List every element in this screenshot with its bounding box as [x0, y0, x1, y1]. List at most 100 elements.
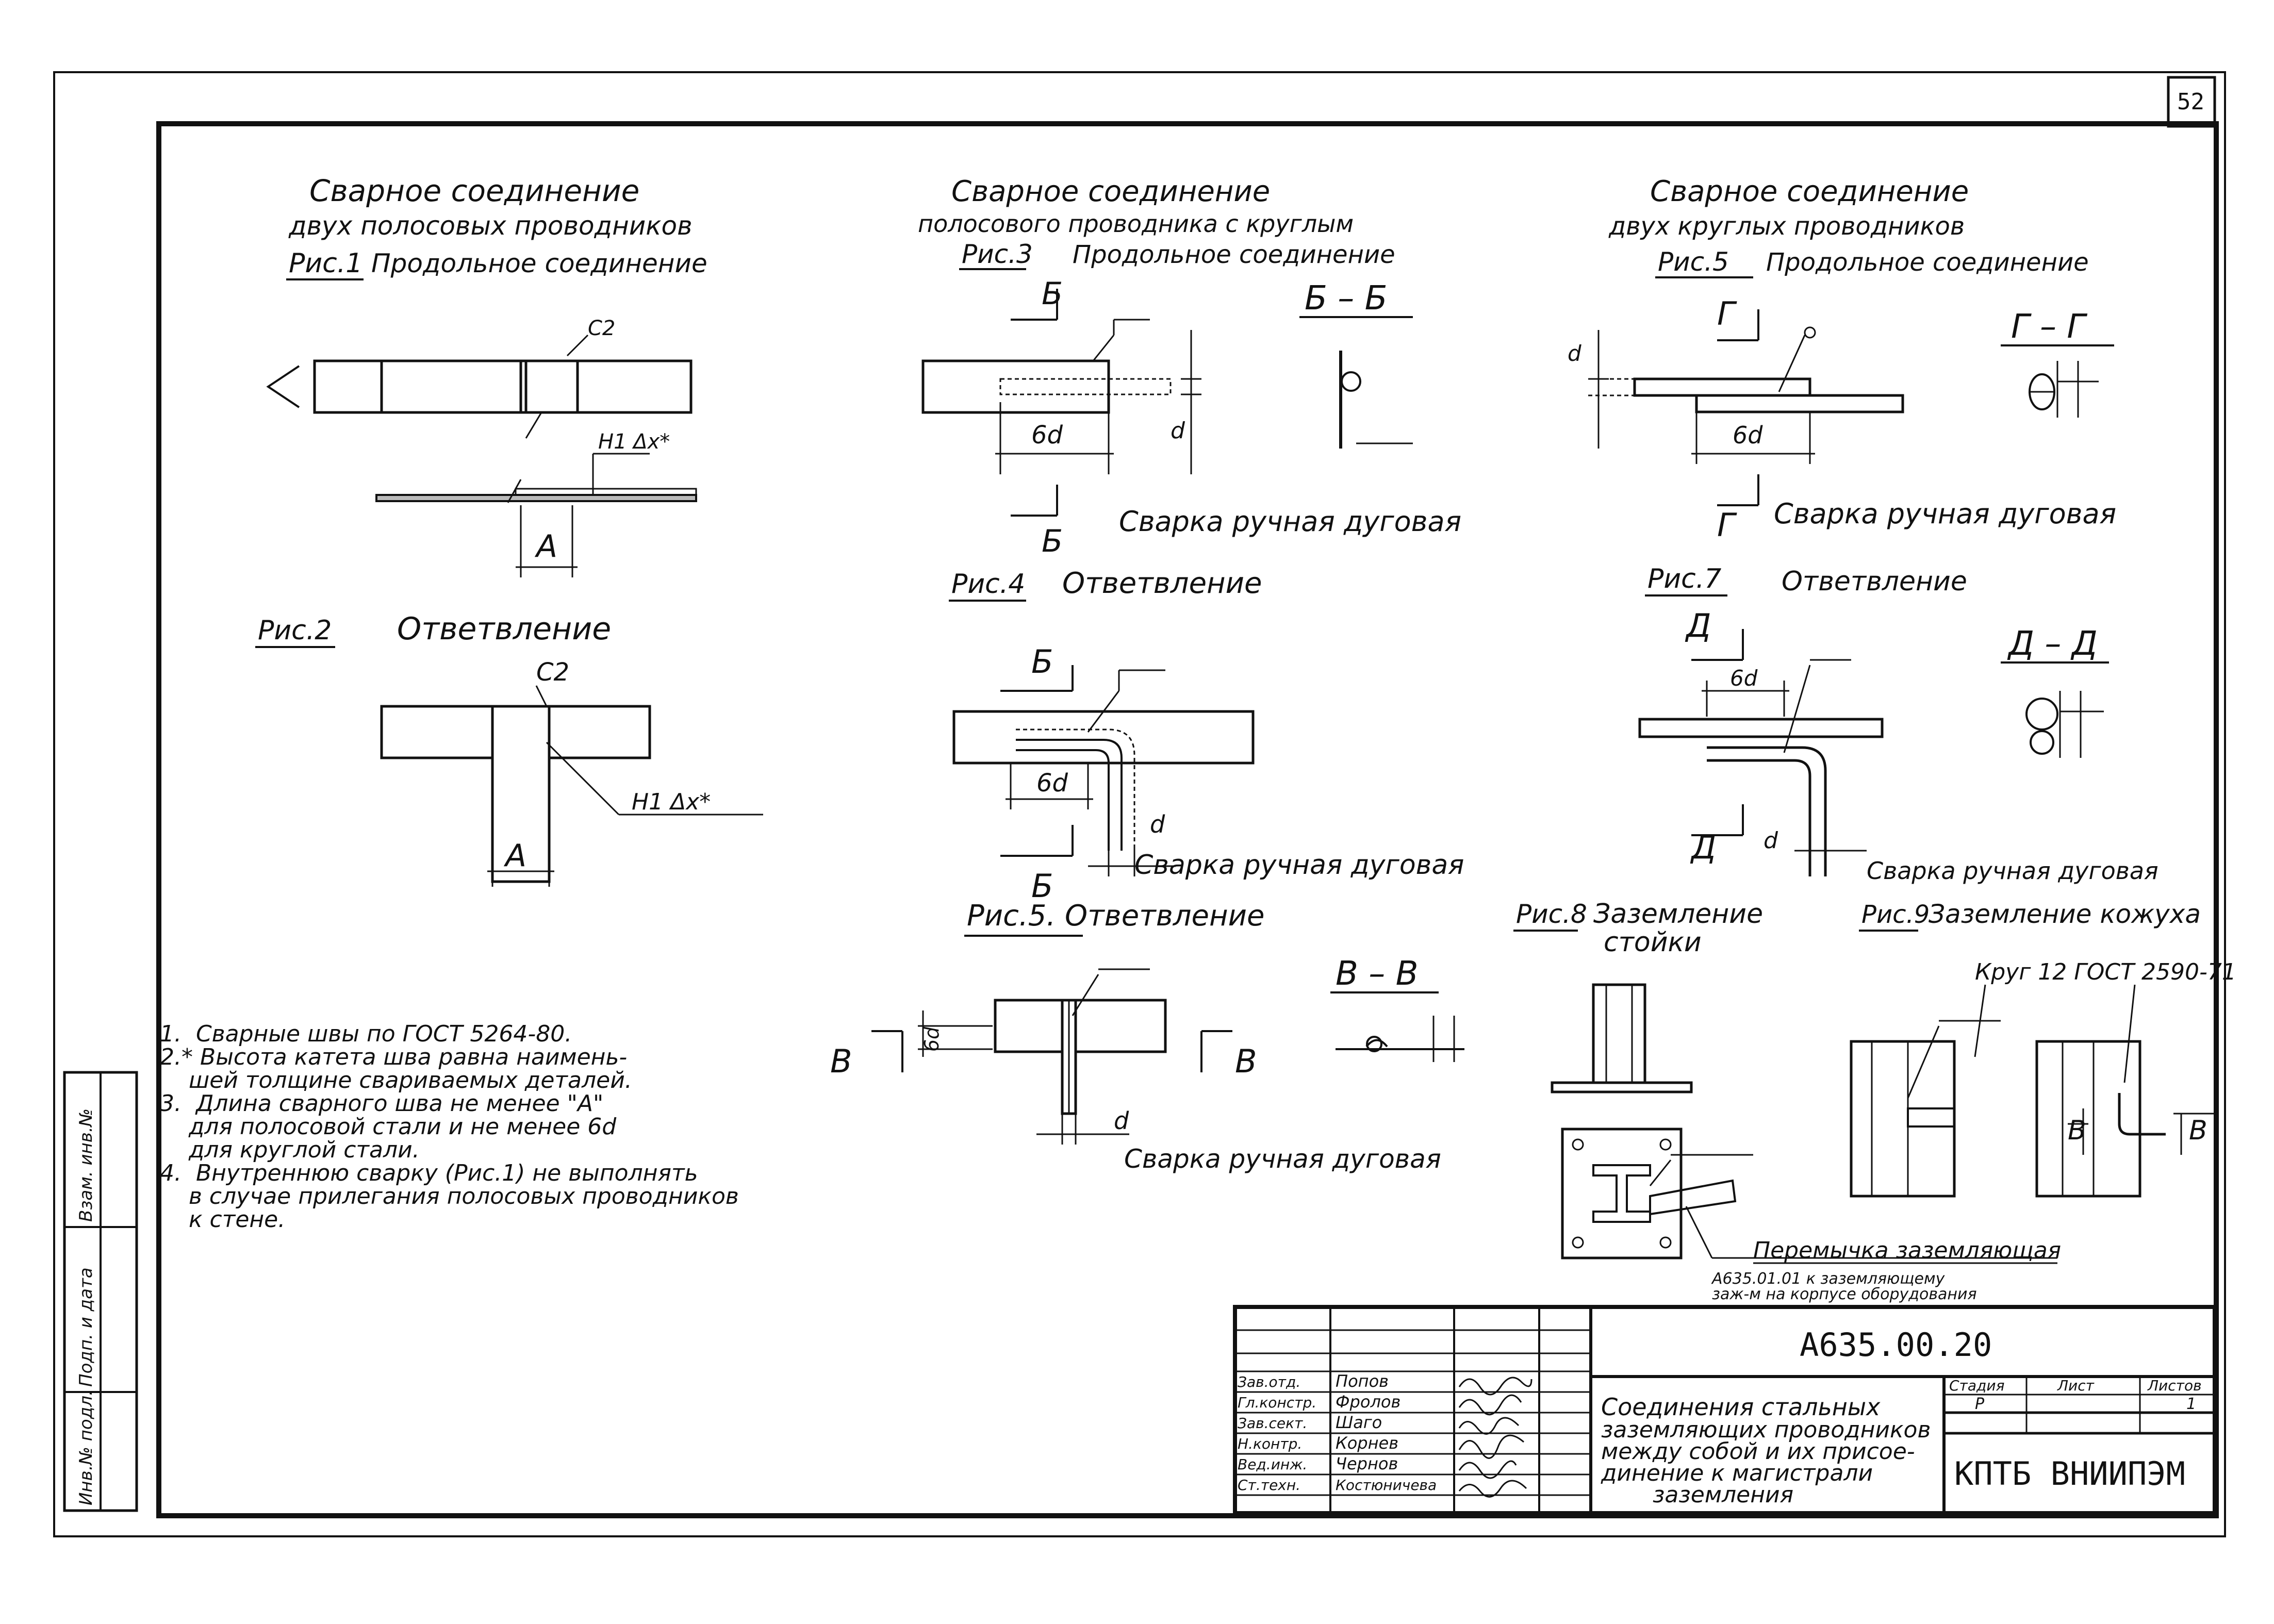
fig9-drawing	[1850, 984, 2217, 1198]
fig1-caption: Рис.1	[289, 248, 362, 279]
fig3-strip	[921, 359, 1110, 414]
fig1-weld-symbol: Н1 Δх*	[598, 430, 670, 454]
fig9-section-mark-left: В	[2068, 1115, 2086, 1146]
tb-stage-label: Стадия	[1949, 1377, 2004, 1394]
fig5b-section-title: В – В	[1336, 955, 1419, 993]
fig3-rod	[999, 378, 1172, 395]
fig4-group: Рис.4 Ответвление Б Б 6d d Сварка ручная…	[949, 567, 1464, 905]
fig5b-dim-6d: 6d	[920, 1026, 943, 1052]
note-line-6: 4. Внутреннюю сварку (Рис.1) не выполнят…	[160, 1160, 698, 1186]
fig5b-section-mark-left: В	[830, 1042, 852, 1080]
fig9-rod-right	[2118, 1093, 2166, 1136]
fig9-enclosure-right	[2035, 1040, 2141, 1198]
fig2-dim-a: А	[503, 838, 526, 874]
tb-sheets-label: Листов	[2147, 1377, 2202, 1394]
fig5a-section-mark-bottom: Г	[1717, 506, 1737, 544]
fig9-jumper-title: Перемычка заземляющая	[1753, 1237, 2061, 1264]
note-line-1: 2.* Высота катета шва равна наимень-	[160, 1044, 627, 1070]
fig8-group: Рис.8 Заземление стойки	[1513, 899, 2057, 1260]
tb-doc-code: А635.00.20	[1800, 1326, 1992, 1364]
fig7-caption: Рис.7	[1647, 564, 1721, 594]
tb-name-0: Попов	[1336, 1371, 1389, 1391]
tb-organization: КПТБ ВНИИПЭМ	[1954, 1455, 2185, 1493]
fig4-weld-note: Сварка ручная дуговая	[1134, 850, 1464, 881]
fig3-section-title: Б – Б	[1305, 279, 1388, 318]
notes-block: 1. Сварные швы по ГОСТ 5264-80. 2.* Высо…	[160, 1021, 739, 1233]
fig1-mark-c2: С2	[588, 317, 615, 340]
tb-signatures	[1458, 1377, 1533, 1498]
fig4-dim-d: d	[1150, 810, 1165, 838]
fig5a-caption-text: Продольное соединение	[1766, 248, 2089, 277]
fig5a-dim-6d: 6d	[1733, 421, 1763, 449]
fig2-group: Рис.2 Ответвление С2 Н1 Δх* А	[255, 611, 763, 887]
fig2-caption-text: Ответвление	[397, 611, 611, 647]
tb-name-1: Фролов	[1336, 1392, 1400, 1412]
fig1-plan-view	[266, 334, 693, 439]
fig8-caption: Рис.8	[1516, 899, 1587, 929]
fig3-title-line1: Сварное соединение	[951, 175, 1270, 208]
fig8-post-elevation	[1592, 983, 1646, 1084]
fig5a-dim-d: d	[1568, 341, 1581, 366]
fig5b-drawing	[871, 968, 1464, 1145]
fig5b-dim-d: d	[1114, 1107, 1129, 1135]
tb-role-4: Вед.инж.	[1238, 1456, 1307, 1473]
side-stamp-cell-2: Взам. инв.№	[76, 1108, 96, 1222]
fig5a-caption: Рис.5	[1658, 247, 1729, 277]
tb-stage-value: Р	[1975, 1395, 1985, 1413]
fig7-section-mark-top: Д	[1685, 607, 1711, 644]
inner-frame	[156, 121, 2219, 1518]
tb-role-0: Зав.отд.	[1238, 1373, 1300, 1390]
tb-title-line-4: заземления	[1653, 1482, 1793, 1508]
fig5a-title-line1: Сварное соединение	[1650, 175, 1969, 208]
tb-role-3: Н.контр.	[1238, 1435, 1302, 1452]
tb-name-4: Чернов	[1336, 1454, 1398, 1473]
note-line-3: 3. Длина сварного шва не менее "А"	[160, 1090, 603, 1117]
note-line-5: для круглой стали.	[160, 1137, 420, 1163]
fig4-section-mark-bottom: Б	[1031, 867, 1053, 905]
fig3-drawing	[921, 289, 1413, 517]
fig5a-title-line2: двух круглых проводников	[1608, 212, 1965, 241]
fig8-jumper-strip	[1649, 1179, 1737, 1216]
fig5b-section-shape	[1365, 1039, 1388, 1048]
side-stamp: Инв.№ подл. Подп. и дата Взам. инв.№	[63, 1071, 138, 1512]
note-line-2: шей толщине свариваемых деталей.	[160, 1067, 632, 1093]
fig8-i-beam	[1592, 1164, 1651, 1223]
fig7-drawing	[1638, 629, 2104, 876]
tb-role-1: Гл.констр.	[1238, 1394, 1316, 1411]
fig1-strip-left	[313, 359, 522, 414]
title-block: А635.00.20 Зав.отд. Гл.констр. Зав.сект.…	[1233, 1305, 2217, 1515]
fig8-base-plate	[1551, 1081, 1693, 1093]
fig9-jumper-line1: А635.01.01 к заземляющему	[1711, 1270, 1946, 1288]
fig5b-section-mark-right: В	[1235, 1042, 1257, 1080]
fig3-caption: Рис.3	[962, 239, 1033, 269]
fig2-drawing	[380, 685, 763, 887]
fig5a-section-mark-top: Г	[1717, 295, 1737, 333]
fig8-drawing	[1551, 983, 2057, 1260]
note-line-4: для полосовой стали и не менее 6d	[160, 1114, 617, 1140]
fig7-group: Рис.7 Ответвление Д Д Д – Д 6d	[1638, 564, 2158, 885]
fig7-main-rod	[1638, 718, 1884, 738]
fig2-branch-strip	[491, 705, 551, 883]
tb-title-line-3: динение к магистрали	[1601, 1460, 1873, 1486]
fig3-section-mark-top: Б	[1042, 276, 1063, 312]
fig4-caption: Рис.4	[951, 569, 1025, 600]
tb-name-2: Шаго	[1336, 1413, 1382, 1432]
fig9-callout-rod: Круг 12 ГОСТ 2590-71	[1975, 959, 2236, 985]
fig1-title-line1: Сварное соединение	[309, 173, 639, 208]
fig1-caption-text: Продольное соединение	[371, 248, 707, 278]
fig3-weld-note: Сварка ручная дуговая	[1119, 505, 1461, 538]
fig5a-weld-note: Сварка ручная дуговая	[1774, 498, 2116, 530]
fig3-dim-6d: 6d	[1031, 421, 1063, 450]
side-stamp-cell-0: Инв.№ подл.	[76, 1390, 96, 1505]
fig9-jumper-line2: заж-м на корпусе оборудования	[1712, 1285, 1977, 1303]
fig4-dim-6d: 6d	[1036, 769, 1068, 798]
fig5b-weld-note: Сварка ручная дуговая	[1124, 1144, 1441, 1174]
tb-role-2: Зав.сект.	[1238, 1415, 1307, 1432]
side-stamp-cell-1: Подп. и дата	[76, 1267, 96, 1387]
fig2-weld-symbol: Н1 Δх*	[632, 789, 711, 815]
fig5b-caption: Рис.5. Ответвление	[967, 899, 1264, 933]
fig8-plan-plate	[1561, 1128, 1683, 1260]
tb-name-5: Костюничева	[1336, 1477, 1437, 1494]
fig7-caption-text: Ответвление	[1782, 566, 1967, 597]
